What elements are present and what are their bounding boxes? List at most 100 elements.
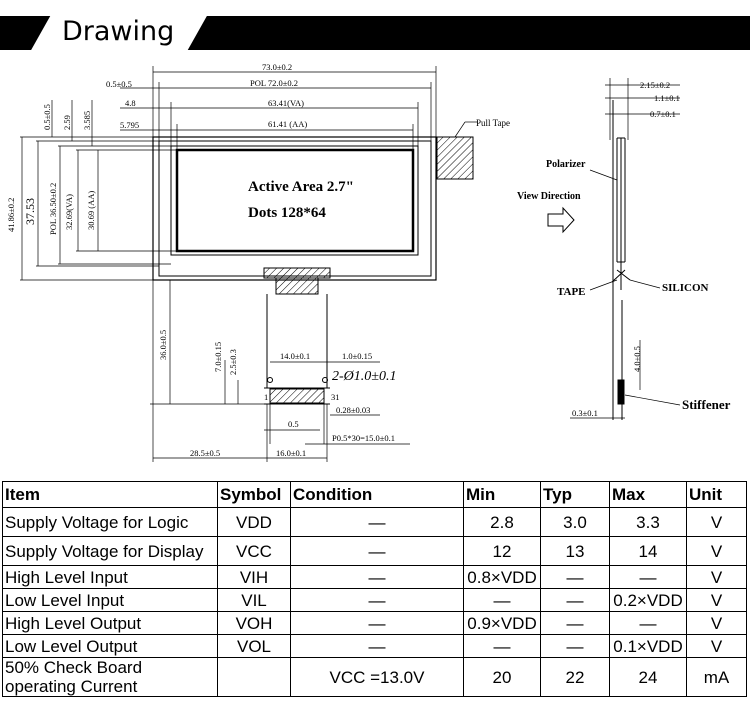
view-direction-arrow-icon: [547, 206, 575, 234]
cell-item: 50% Check Board operating Current: [2, 657, 218, 697]
cell-unit: V: [686, 536, 747, 566]
dim-side-4: 4.0±0.5: [632, 346, 642, 372]
stiffener: [617, 379, 625, 405]
cell-item: High Level Output: [2, 611, 218, 635]
col-typ: Typ: [540, 481, 610, 508]
dim-pitch: P0.5*30=15.0±0.1: [332, 433, 395, 443]
side-view: [570, 78, 681, 420]
fpc-connector: [263, 267, 331, 279]
cell-unit: V: [686, 634, 747, 658]
pin-31-label: 31: [331, 392, 340, 402]
table-row: High Level Input VIH — 0.8×VDD — — V: [2, 565, 747, 589]
header-tab: [30, 14, 208, 52]
cell-typ: —: [540, 634, 610, 658]
cell-condition: —: [290, 588, 464, 612]
dim-top-05: 0.5±0.5: [42, 104, 52, 130]
dimension-labels: 73.0±0.2 POL 72.0±0.2 63.41(VA) 61.41 (A…: [6, 62, 396, 458]
dim-pol-h: POL 36.50±0.2: [48, 183, 58, 235]
col-symbol: Symbol: [217, 481, 291, 508]
dim-top-3585: 3.585: [82, 111, 92, 130]
cell-symbol: VOH: [217, 611, 291, 635]
dim-fpc-14: 14.0±0.1: [280, 351, 310, 361]
dim-aa-w: 61.41 (AA): [268, 119, 307, 129]
cell-unit: V: [686, 588, 747, 612]
cell-condition: —: [290, 634, 464, 658]
table-row: 50% Check Board operating Current VCC =1…: [2, 657, 747, 697]
cell-typ: 3.0: [540, 507, 610, 537]
dim-h-3753: 37.53: [23, 198, 37, 225]
dim-side-07: 0.7±0.1: [650, 109, 676, 119]
cell-max: 0.2×VDD: [609, 588, 687, 612]
cell-condition: —: [290, 565, 464, 589]
cell-condition: —: [290, 611, 464, 635]
tape-label: TAPE: [557, 286, 586, 298]
dim-bot-16: 16.0±0.1: [276, 448, 306, 458]
dim-fpc-7: 7.0±0.15: [213, 342, 223, 372]
cell-item: Supply Voltage for Logic: [2, 507, 218, 537]
dim-va-h: 32.69(VA): [64, 194, 74, 230]
cell-typ: —: [540, 588, 610, 612]
mechanical-drawing: Active Area 2.7" Dots 128*64 Pull Tape 7…: [6, 62, 731, 462]
dim-left-5795: 5.795: [120, 120, 139, 130]
cell-symbol: VOL: [217, 634, 291, 658]
cell-item: Low Level Output: [2, 634, 218, 658]
cell-max: 14: [609, 536, 687, 566]
cell-min: 0.8×VDD: [463, 565, 541, 589]
fpc-pins: [269, 388, 325, 404]
dim-bot-285: 28.5±0.5: [190, 448, 220, 458]
silicon-label: SILICON: [662, 282, 709, 294]
cell-typ: —: [540, 565, 610, 589]
cell-max: 24: [609, 657, 687, 697]
dim-left-05: 0.5±0.5: [106, 79, 132, 89]
stiffener-label: Stiffener: [682, 397, 731, 412]
dim-side-03: 0.3±0.1: [572, 408, 598, 418]
dim-side-11: 1.1±0.1: [654, 93, 680, 103]
front-view: [152, 136, 474, 405]
dim-outline-h: 41.86±0.2: [6, 198, 16, 232]
table-header-row: Item Symbol Condition Min Typ Max Unit: [2, 481, 747, 508]
cell-symbol: VIL: [217, 588, 291, 612]
cell-max: —: [609, 611, 687, 635]
cell-max: 0.1×VDD: [609, 634, 687, 658]
dim-pin-05: 0.5: [288, 419, 299, 429]
page-title: Drawing: [62, 16, 175, 47]
cell-min: 12: [463, 536, 541, 566]
electrical-spec-table: Item Symbol Condition Min Typ Max Unit S…: [2, 481, 747, 697]
col-min: Min: [463, 481, 541, 508]
dim-pol-w: POL 72.0±0.2: [250, 78, 298, 88]
cell-condition: —: [290, 507, 464, 537]
col-condition: Condition: [290, 481, 464, 508]
dim-fpc-1: 1.0±0.15: [342, 351, 372, 361]
cell-item: Supply Voltage for Display: [2, 536, 218, 566]
viewing-area: [170, 145, 419, 256]
dim-holes: 2-Ø1.0±0.1: [332, 369, 396, 384]
cell-typ: —: [540, 611, 610, 635]
dim-outline-w: 73.0±0.2: [262, 62, 292, 72]
dots-label: Dots 128*64: [248, 205, 326, 221]
cell-condition: —: [290, 536, 464, 566]
cell-typ: 13: [540, 536, 610, 566]
table-row: Low Level Output VOL — — — 0.1×VDD V: [2, 634, 747, 658]
cell-typ: 22: [540, 657, 610, 697]
cell-symbol: VCC: [217, 536, 291, 566]
cell-min: —: [463, 588, 541, 612]
cell-min: 2.8: [463, 507, 541, 537]
cell-unit: V: [686, 611, 747, 635]
table-row: Supply Voltage for Logic VDD — 2.8 3.0 3…: [2, 507, 747, 537]
cell-symbol: VIH: [217, 565, 291, 589]
dim-top-259: 2.59: [62, 115, 72, 130]
cell-max: —: [609, 565, 687, 589]
cell-unit: mA: [686, 657, 747, 697]
dimension-lines: [20, 66, 478, 462]
col-item: Item: [2, 481, 218, 508]
active-area: [175, 148, 415, 253]
fpc-neck: [275, 277, 319, 295]
pull-tape: [436, 136, 474, 180]
cell-condition: VCC =13.0V: [290, 657, 464, 697]
pin-1-label: 1: [264, 392, 268, 402]
col-unit: Unit: [686, 481, 747, 508]
view-direction-label: View Direction: [517, 191, 581, 202]
dim-fpc-len: 36.0±0.5: [158, 330, 168, 360]
table-row: Low Level Input VIL — — — 0.2×VDD V: [2, 588, 747, 612]
dim-aa-h: 30.69 (AA): [86, 191, 96, 230]
